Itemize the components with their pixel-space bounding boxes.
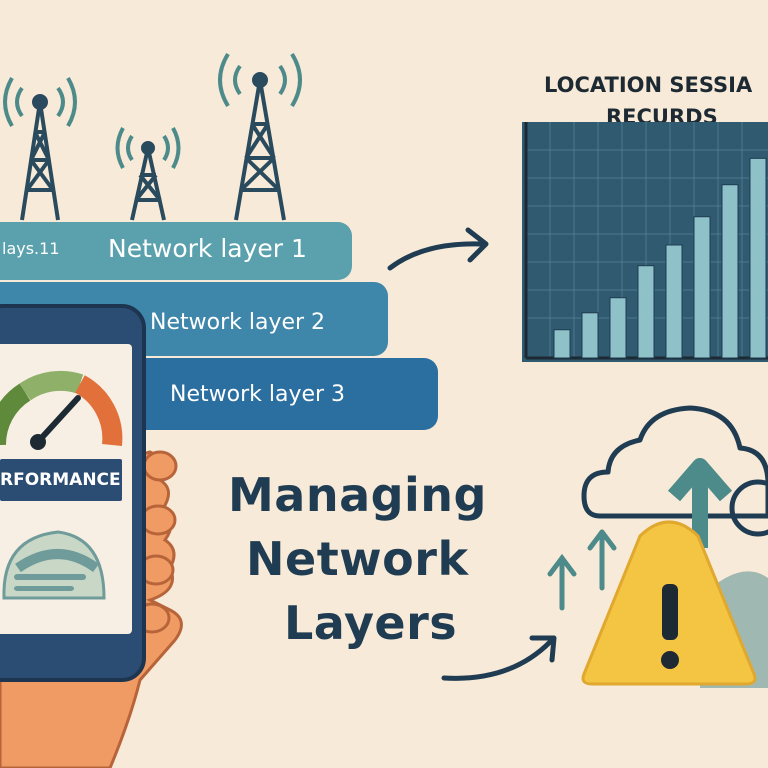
tower-right-icon [218, 52, 302, 221]
headline-line-1: Managing [228, 468, 487, 522]
performance-badge-label: RFORMANCE [0, 470, 121, 490]
chart-bar [693, 216, 711, 359]
arrow-curve-icon [441, 635, 557, 681]
upload-arrow-icon [667, 458, 733, 548]
cell-towers-illustration [3, 52, 302, 221]
network-layer-1: lays.11 Network layer 1 [0, 222, 352, 280]
chart-bar [581, 312, 599, 359]
magnifier-icon [729, 479, 768, 537]
arrow-right-icon [387, 227, 489, 271]
signal-dome-icon [2, 530, 106, 600]
chart-bar [637, 265, 655, 359]
chart-bar [665, 244, 683, 359]
performance-gauge-icon [0, 370, 123, 450]
performance-badge: RFORMANCE [0, 459, 122, 501]
layer-1-label: Network layer 1 [108, 234, 307, 263]
headline-line-3: Layers [284, 596, 458, 650]
cloud-warning-illustration [547, 405, 768, 688]
tower-middle-icon [115, 127, 181, 221]
layer-1-prefix: lays.11 [2, 239, 60, 258]
chart-bar [553, 329, 571, 359]
chart-bar [749, 157, 767, 359]
layer-2-label: Network layer 2 [150, 310, 326, 335]
chart-title-line-1: LOCATION SESSIA [544, 73, 753, 97]
cloud-icon [581, 405, 768, 519]
layer-3-label: Network layer 3 [170, 382, 346, 407]
tower-left-icon [3, 76, 77, 221]
refresh-arrows-icon [547, 532, 614, 611]
session-records-chart [522, 122, 768, 362]
headline-line-2: Network [246, 532, 469, 586]
chart-bar [721, 184, 739, 359]
chart-bar [609, 297, 627, 359]
